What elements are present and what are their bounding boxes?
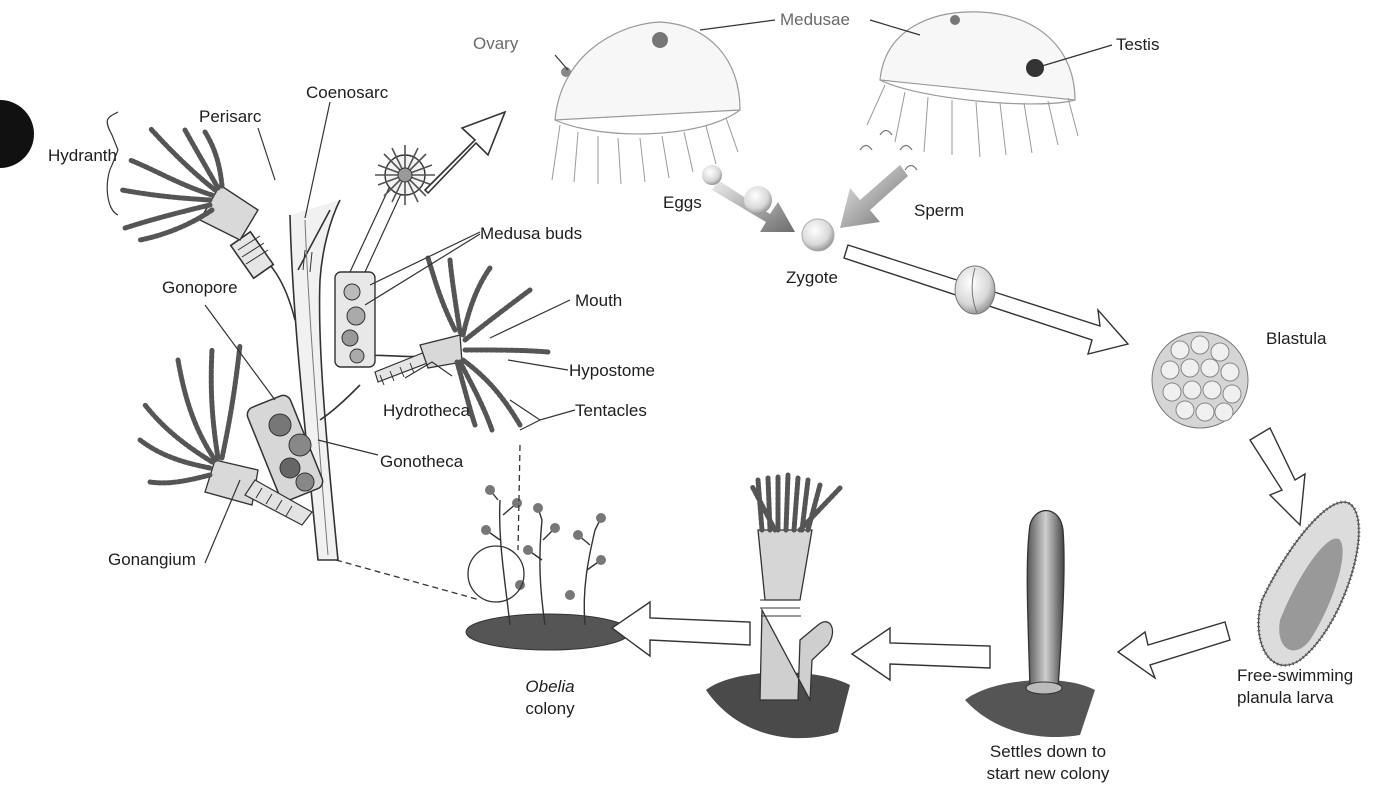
gonangium-label: Gonangium bbox=[108, 550, 196, 570]
eggs-label: Eggs bbox=[663, 193, 702, 213]
coenosarc-label: Coenosarc bbox=[306, 83, 388, 103]
sperm-label: Sperm bbox=[914, 201, 964, 221]
release-arrow bbox=[425, 112, 505, 193]
two-cell-embryo bbox=[955, 266, 995, 314]
young-polyp-drawing bbox=[706, 475, 850, 738]
hydranth-drawing bbox=[122, 128, 258, 240]
blastula-to-planula-arrow bbox=[1250, 428, 1305, 525]
egg-2 bbox=[744, 186, 772, 214]
tentacles-label: Tentacles bbox=[575, 401, 647, 421]
edge-dot bbox=[0, 100, 34, 168]
polyp-to-colony-arrow bbox=[612, 602, 750, 656]
dashed-leader-lower bbox=[336, 560, 480, 600]
settles-label-line1: Settles down to bbox=[978, 742, 1118, 762]
hydrotheca-label: Hydrotheca bbox=[383, 401, 470, 421]
planula-larva-drawing bbox=[1258, 502, 1358, 665]
dashed-leader-upper bbox=[518, 445, 520, 550]
blastula-drawing bbox=[1152, 332, 1248, 428]
hydranth-label: Hydranth bbox=[48, 146, 117, 166]
perisarc-label: Perisarc bbox=[199, 107, 261, 127]
planula-label-line2: planula larva bbox=[1237, 688, 1333, 708]
settle-to-polyp-arrow bbox=[852, 628, 990, 680]
hypostome-label: Hypostome bbox=[569, 361, 655, 381]
medusa-buds-drawing bbox=[335, 145, 435, 367]
gonotheca-label: Gonotheca bbox=[380, 452, 463, 472]
planula-to-settle-arrow bbox=[1118, 622, 1230, 678]
ovary-label: Ovary bbox=[473, 34, 518, 54]
planula-label-line1: Free-swimming bbox=[1237, 666, 1353, 686]
blastula-label: Blastula bbox=[1266, 329, 1326, 349]
egg-1 bbox=[702, 165, 722, 185]
medusa-buds-label: Medusa buds bbox=[480, 224, 582, 244]
zygote-label: Zygote bbox=[786, 268, 838, 288]
settled-larva-drawing bbox=[965, 511, 1095, 737]
obelia-genus-label: Obelia bbox=[505, 677, 595, 697]
obelia-colony-label: colony bbox=[505, 699, 595, 719]
medusae-label: Medusae bbox=[780, 10, 850, 30]
settles-label-line2: start new colony bbox=[978, 764, 1118, 784]
male-medusa-drawing bbox=[860, 12, 1078, 170]
female-medusa-drawing bbox=[552, 22, 740, 184]
obelia-colony-drawing bbox=[466, 485, 630, 650]
gonopore-label: Gonopore bbox=[162, 278, 238, 298]
zygote-cell bbox=[802, 219, 834, 251]
mouth-label: Mouth bbox=[575, 291, 622, 311]
sperm-arrow bbox=[840, 165, 908, 228]
testis-label: Testis bbox=[1116, 35, 1159, 55]
